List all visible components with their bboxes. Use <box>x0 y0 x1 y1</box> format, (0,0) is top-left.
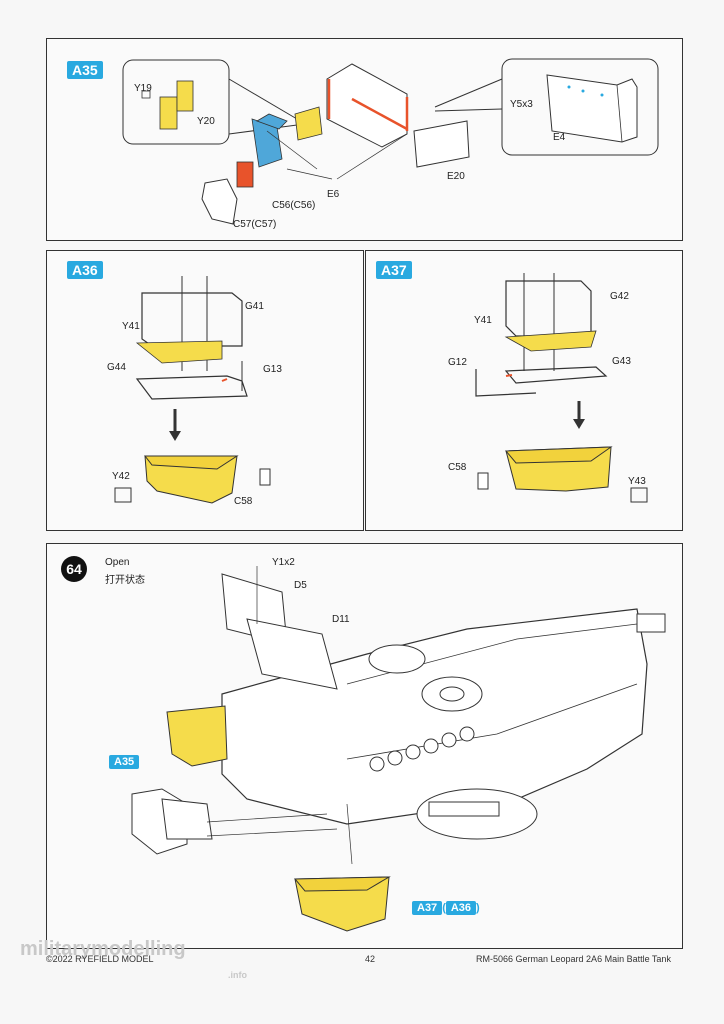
label-y41: Y41 <box>122 321 140 332</box>
step64-panel: 64 Open 打开状态 Y1x2 D5 D11 A35 A37(A36) <box>46 543 683 949</box>
step-title-cn: 打开状态 <box>105 575 145 586</box>
a37-panel: A37 G42 Y41 G12 G43 C58 Y43 <box>365 250 683 531</box>
footer-product: RM-5066 German Leopard 2A6 Main Battle T… <box>476 954 671 964</box>
ref-close-paren: ) <box>476 902 480 914</box>
a36-tag: A36 <box>67 261 103 279</box>
a35-panel: A35 Y19 Y20 C56(C56) C57(C57) E6 E20 Y5x… <box>46 38 683 241</box>
label-c58b: C58 <box>448 462 467 473</box>
label-g12: G12 <box>448 357 467 368</box>
label-y41b: Y41 <box>474 315 492 326</box>
a37-drawing <box>475 273 648 503</box>
ref-open-paren: ( <box>442 902 446 914</box>
ref-a36-tag: A36 <box>445 901 477 915</box>
watermark-suffix: .info <box>228 970 247 980</box>
ref-a35-tag: A35 <box>109 755 140 769</box>
label-y1x2: Y1x2 <box>272 557 295 568</box>
label-y20: Y20 <box>197 116 215 127</box>
label-c56: C56(C56) <box>272 200 316 211</box>
ref-a37-tag: A37 <box>412 901 443 915</box>
label-g41: G41 <box>245 301 264 312</box>
label-g42: G42 <box>610 291 629 302</box>
label-y19: Y19 <box>134 83 152 94</box>
label-y42: Y42 <box>112 471 130 482</box>
step-number: 64 <box>61 556 87 582</box>
label-d5: D5 <box>294 580 307 591</box>
a35-tag: A35 <box>67 61 103 79</box>
label-c58: C58 <box>234 496 253 507</box>
page-number: 42 <box>365 954 376 964</box>
label-y5x3: Y5x3 <box>510 99 533 110</box>
label-g44: G44 <box>107 362 126 373</box>
watermark: militarymodelling <box>20 938 186 960</box>
label-c57: C57(C57) <box>233 219 277 230</box>
a37-tag: A37 <box>376 261 412 279</box>
a36-panel: A36 G41 Y41 G44 G13 Y42 C58 <box>46 250 364 531</box>
step64-drawing <box>131 566 666 932</box>
label-g43: G43 <box>612 356 631 367</box>
ref-a37-a36: A37(A36) <box>412 901 480 915</box>
label-d11: D11 <box>332 614 350 625</box>
a35-drawing <box>122 58 659 225</box>
step-title: Open <box>105 557 130 568</box>
a36-drawing <box>114 276 271 504</box>
label-e4: E4 <box>553 132 566 143</box>
label-y43: Y43 <box>628 476 646 487</box>
label-g13: G13 <box>263 364 282 375</box>
label-e20: E20 <box>447 171 465 182</box>
footer-copyright: ©2022 RYEFIELD MODEL <box>46 954 154 964</box>
label-e6: E6 <box>327 189 340 200</box>
